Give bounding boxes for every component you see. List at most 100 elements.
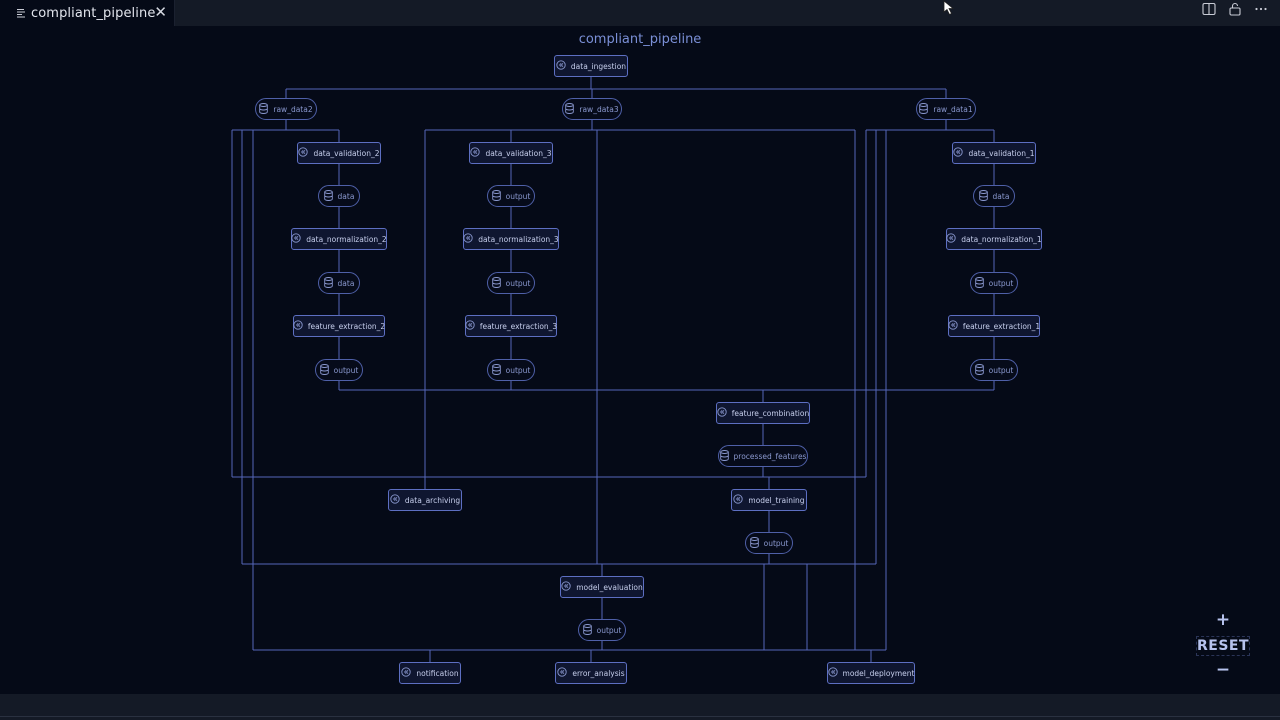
- database-icon: [259, 102, 269, 116]
- node-label: raw_data3: [579, 104, 619, 114]
- database-icon: [919, 102, 929, 116]
- task-node-data-validation-3[interactable]: data_validation_3: [469, 142, 553, 164]
- database-icon: [319, 363, 329, 377]
- task-node-model-deployment[interactable]: model_deployment: [827, 662, 915, 684]
- node-label: feature_combination: [731, 408, 810, 418]
- node-label: data_validation_3: [485, 148, 552, 158]
- data-node-raw-data2[interactable]: raw_data2: [255, 98, 317, 120]
- close-icon[interactable]: ✕: [154, 3, 167, 21]
- editor-actions: [1202, 0, 1268, 20]
- data-node-f2-out[interactable]: output: [315, 359, 363, 381]
- data-node-v2-out[interactable]: data: [318, 185, 360, 207]
- node-label: data_normalization_1: [961, 234, 1042, 244]
- data-node-raw-data3[interactable]: raw_data3: [562, 98, 622, 120]
- node-label: output: [763, 538, 789, 548]
- task-node-data-archiving[interactable]: data_archiving: [388, 489, 462, 511]
- tab-bar: compliant_pipeline ✕: [0, 0, 1280, 26]
- node-label: output: [505, 365, 531, 375]
- zoom-in-button[interactable]: +: [1215, 610, 1231, 630]
- task-icon: [556, 60, 566, 72]
- task-node-notification[interactable]: notification: [399, 662, 461, 684]
- split-editor-icon[interactable]: [1202, 1, 1216, 20]
- node-label: error_analysis: [572, 668, 625, 678]
- node-label: data_normalization_2: [306, 234, 387, 244]
- node-label: data_validation_2: [313, 148, 380, 158]
- node-label: data_normalization_3: [478, 234, 559, 244]
- mouse-cursor-icon: [943, 0, 955, 16]
- database-icon: [491, 363, 501, 377]
- node-label: processed_features: [733, 451, 807, 461]
- node-label: feature_extraction_2: [307, 321, 386, 331]
- task-icon: [946, 233, 956, 245]
- task-node-model-evaluation[interactable]: model_evaluation: [560, 576, 644, 598]
- data-node-processed-features[interactable]: processed_features: [718, 445, 808, 467]
- status-bar-divider: [0, 716, 1280, 717]
- more-actions-icon[interactable]: [1254, 1, 1268, 20]
- zoom-controls: + RESET −: [1196, 612, 1250, 682]
- database-icon: [491, 276, 501, 290]
- task-icon: [293, 320, 303, 332]
- list-icon: [17, 8, 25, 18]
- task-icon: [401, 667, 412, 679]
- data-node-n1-out[interactable]: output: [970, 272, 1018, 294]
- database-icon: [491, 189, 501, 203]
- node-label: output: [596, 625, 622, 635]
- task-icon: [465, 320, 475, 332]
- task-node-model-training[interactable]: model_training: [731, 489, 807, 511]
- task-icon: [827, 667, 838, 679]
- data-node-raw-data1[interactable]: raw_data1: [916, 98, 976, 120]
- database-icon: [978, 189, 988, 203]
- database-icon: [749, 536, 759, 550]
- node-label: output: [988, 365, 1014, 375]
- data-node-n3-out[interactable]: output: [487, 272, 535, 294]
- task-node-feature-extraction-3[interactable]: feature_extraction_3: [465, 315, 557, 337]
- tab-compliant-pipeline[interactable]: compliant_pipeline ✕: [0, 0, 175, 26]
- zoom-out-button[interactable]: −: [1215, 660, 1231, 680]
- node-label: data_archiving: [404, 495, 461, 505]
- data-node-v1-out[interactable]: data: [973, 185, 1015, 207]
- task-node-feature-extraction-1[interactable]: feature_extraction_1: [948, 315, 1040, 337]
- node-label: output: [505, 278, 531, 288]
- task-icon: [948, 320, 958, 332]
- database-icon: [565, 102, 575, 116]
- task-icon: [291, 233, 301, 245]
- task-node-data-validation-2[interactable]: data_validation_2: [297, 142, 381, 164]
- database-icon: [974, 276, 984, 290]
- reset-zoom-button[interactable]: RESET: [1196, 636, 1250, 656]
- database-icon: [323, 189, 333, 203]
- data-node-mt-out[interactable]: output: [745, 532, 793, 554]
- data-node-f3-out[interactable]: output: [487, 359, 535, 381]
- node-label: output: [988, 278, 1014, 288]
- node-label: raw_data1: [933, 104, 973, 114]
- task-node-data-normalization-3[interactable]: data_normalization_3: [463, 228, 559, 250]
- unlock-icon[interactable]: [1228, 1, 1242, 20]
- task-node-data-normalization-2[interactable]: data_normalization_2: [291, 228, 387, 250]
- node-label: output: [333, 365, 359, 375]
- node-label: raw_data2: [273, 104, 313, 114]
- tab-label: compliant_pipeline: [31, 5, 156, 21]
- task-icon: [390, 494, 400, 506]
- node-label: model_training: [748, 495, 805, 505]
- data-node-v3-out[interactable]: output: [487, 185, 535, 207]
- task-icon: [470, 147, 481, 159]
- task-icon: [561, 581, 571, 593]
- database-icon: [719, 449, 729, 463]
- task-node-data-normalization-1[interactable]: data_normalization_1: [946, 228, 1042, 250]
- node-label: model_evaluation: [576, 582, 643, 592]
- task-icon: [298, 147, 309, 159]
- task-icon: [733, 494, 744, 506]
- pipeline-diagram: [231, 77, 995, 662]
- database-icon: [974, 363, 984, 377]
- node-label: data_validation_1: [968, 148, 1035, 158]
- node-label: notification: [416, 668, 459, 678]
- data-node-me-out[interactable]: output: [578, 619, 626, 641]
- task-node-data-ingestion[interactable]: data_ingestion: [554, 55, 628, 77]
- task-icon: [463, 233, 473, 245]
- data-node-f1-out[interactable]: output: [970, 359, 1018, 381]
- task-node-feature-extraction-2[interactable]: feature_extraction_2: [293, 315, 385, 337]
- data-node-n2-out[interactable]: data: [318, 272, 360, 294]
- task-node-error-analysis[interactable]: error_analysis: [555, 662, 627, 684]
- task-node-feature-combination[interactable]: feature_combination: [716, 402, 810, 424]
- task-node-data-validation-1[interactable]: data_validation_1: [952, 142, 1036, 164]
- node-label: output: [505, 191, 531, 201]
